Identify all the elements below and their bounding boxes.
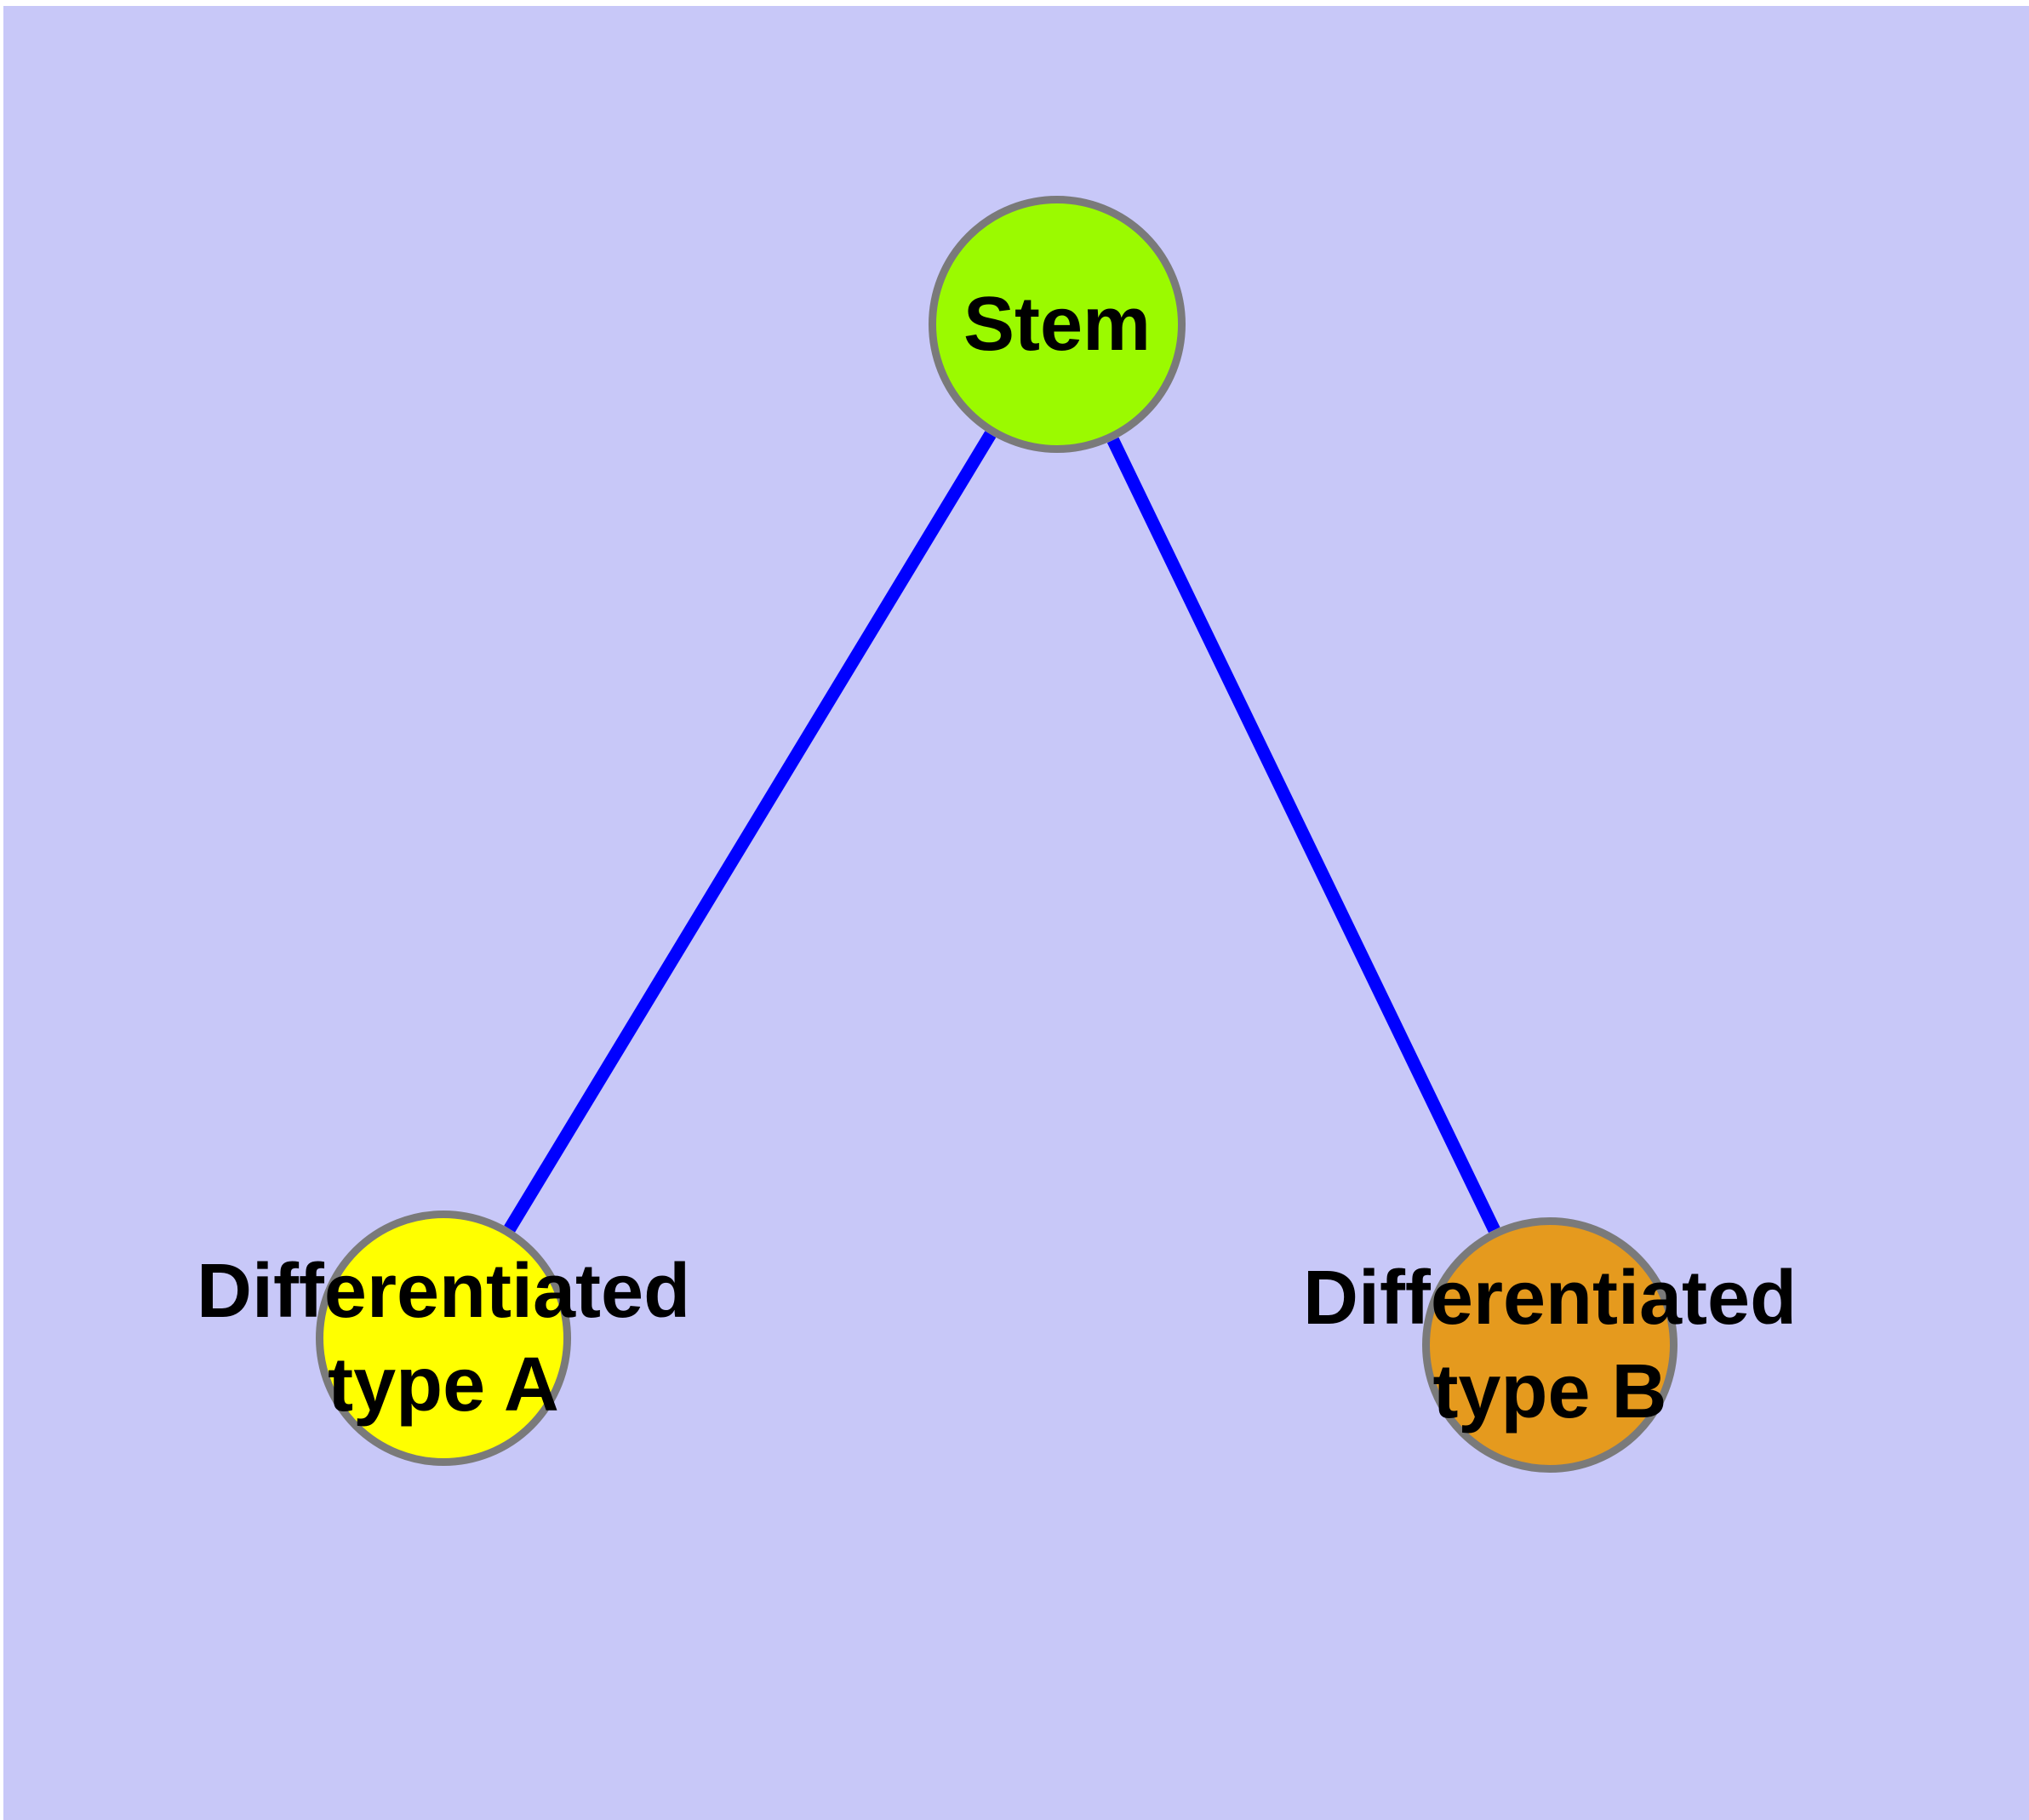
edge-layer (504, 431, 1500, 1233)
edge-stem-typeB (1106, 437, 1500, 1233)
node-stem (929, 196, 1186, 453)
edge-stem-typeA (504, 431, 997, 1233)
diagram-canvas: Stem Differentiated type A Differentiate… (3, 6, 2029, 1820)
node-differentiated-type-a (316, 1210, 571, 1466)
node-differentiated-type-b (1422, 1217, 1677, 1473)
